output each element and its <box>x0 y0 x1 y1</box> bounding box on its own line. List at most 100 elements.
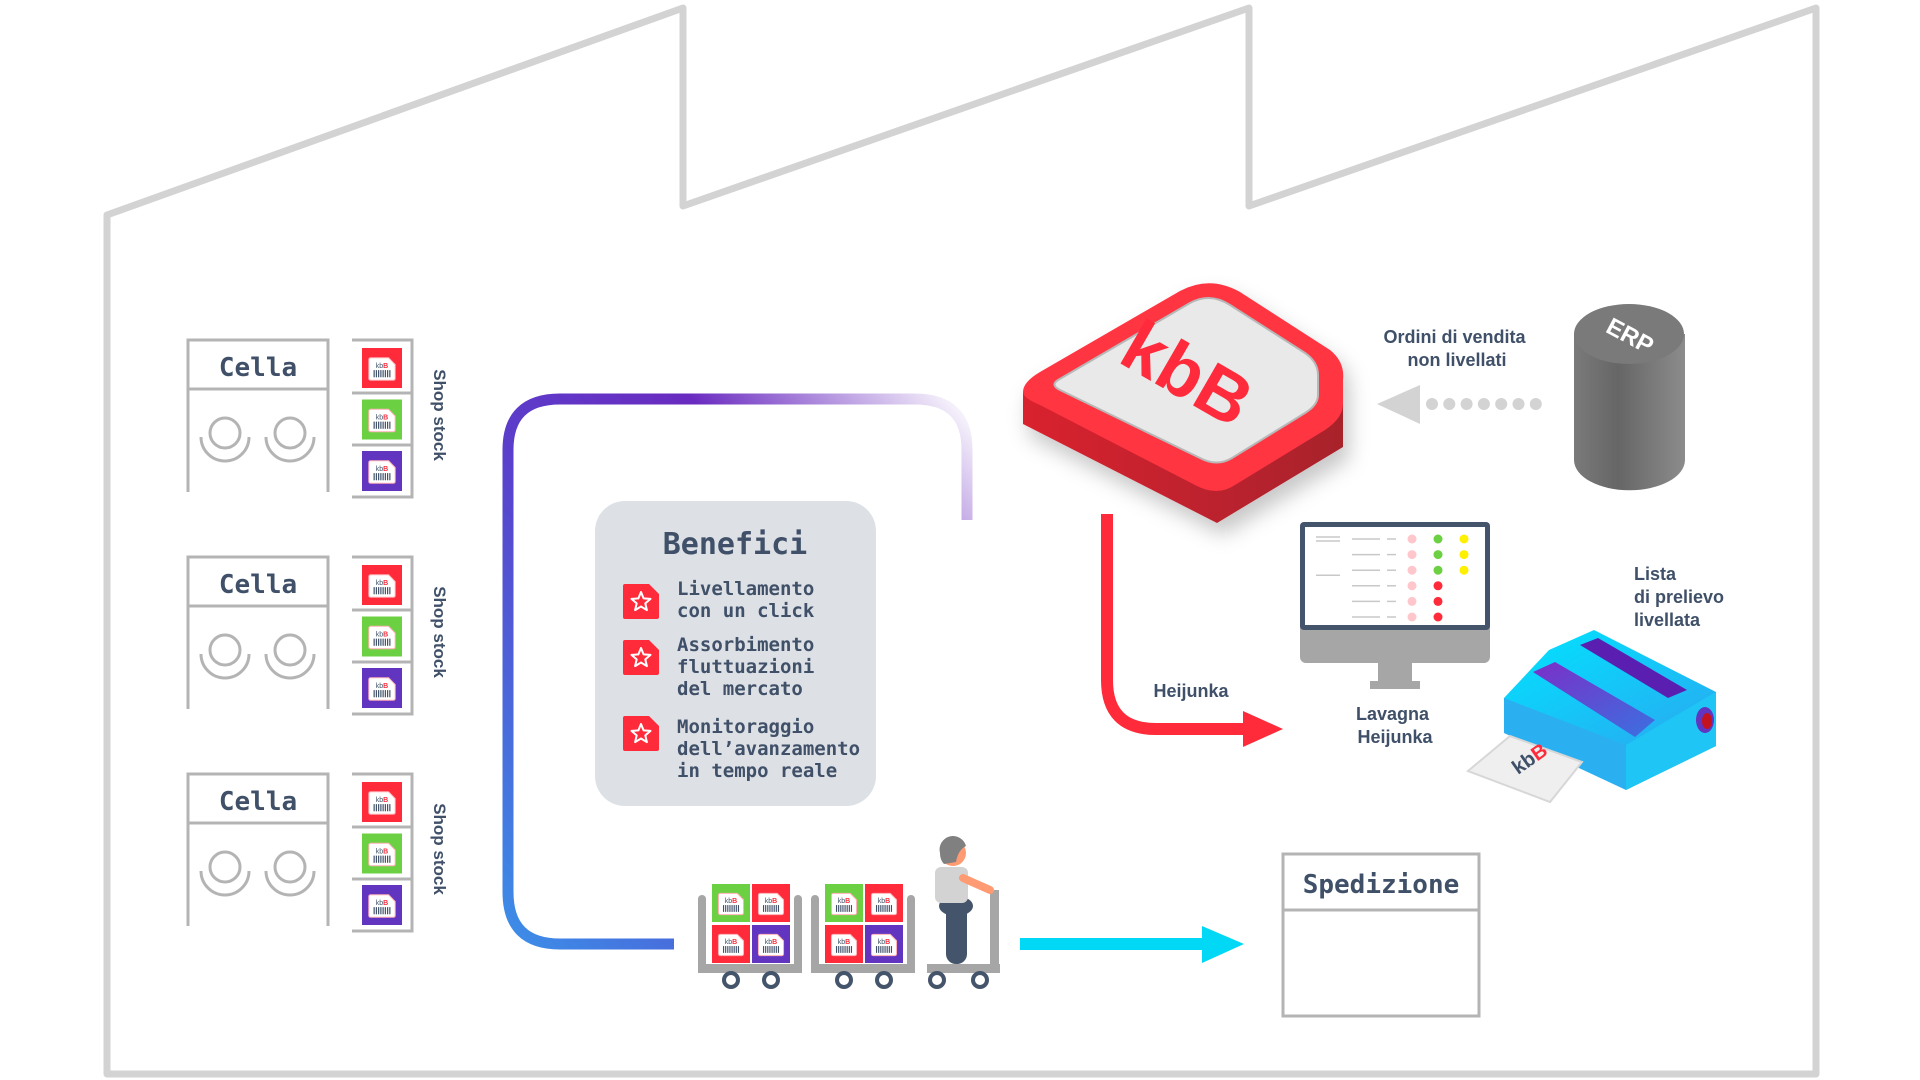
card-logo-text: kbB <box>725 939 737 946</box>
carts-train: kbB kbB kbB kbB kbB kbB kbB kbB <box>698 884 915 989</box>
benefit-text-line: in tempo reale <box>677 760 837 782</box>
machine-icon <box>264 850 316 897</box>
star-icon <box>623 584 659 619</box>
orders-label: Ordini di vendita non livellati <box>1383 327 1530 370</box>
card-logo-text: kbB <box>878 898 890 905</box>
shop-stock-label: Shop stock <box>430 803 449 895</box>
benefit-text-line: Livellamento <box>677 578 814 600</box>
kanban-card: kbB <box>825 925 863 963</box>
kanban-card: kbB <box>712 884 750 922</box>
board-row <box>1352 596 1443 606</box>
benefit-text-line: con un click <box>677 600 815 622</box>
card-logo-text: kbB <box>376 363 388 370</box>
orders-arrow <box>1377 385 1542 424</box>
kanban-card: kbB <box>362 668 402 708</box>
printer-label-line: livellata <box>1634 610 1701 630</box>
status-dot <box>1433 581 1443 591</box>
benefit-text-line: del mercato <box>677 678 803 700</box>
board-row <box>1352 612 1443 622</box>
kanban-card: kbB <box>362 782 402 822</box>
status-dot <box>1407 612 1417 622</box>
benefit-text-line: dell’avanzamento <box>677 738 860 760</box>
board-label: Lavagna Heijunka <box>1356 704 1434 747</box>
status-dot <box>1407 596 1417 606</box>
machine-icon <box>199 850 251 897</box>
status-dot <box>1407 565 1417 575</box>
kbb-logo: kbB <box>1023 283 1344 523</box>
board-row <box>1352 581 1443 591</box>
card-logo-text: kbB <box>376 631 388 638</box>
card-logo-text: kbB <box>376 683 388 690</box>
benefits-title: Benefici <box>663 527 808 562</box>
card-logo-text: kbB <box>376 797 388 804</box>
status-dot <box>1459 565 1469 575</box>
shipping-title: Spedizione <box>1303 870 1460 900</box>
orders-label-line: non livellati <box>1407 350 1506 370</box>
kanban-card: kbB <box>865 884 903 922</box>
machine-icon <box>264 633 316 680</box>
card-logo-text: kbB <box>725 898 737 905</box>
status-dot <box>1407 581 1417 591</box>
shop-stock-shelf: kbB kbB kbB <box>352 772 414 933</box>
board-row <box>1316 565 1469 576</box>
kanban-card: kbB <box>362 616 402 657</box>
card-logo-text: kbB <box>765 898 777 905</box>
cells-column: Cella kbB kbB kbB Shop stock Cella kbB kbB kbB Sh… <box>186 338 449 933</box>
shop-stock-shelf: kbB kbB kbB <box>352 555 414 716</box>
operator-figure <box>927 836 1000 989</box>
heijunka-board-monitor <box>1300 522 1490 689</box>
kanban-card: kbB <box>712 925 750 963</box>
shipping-area: Spedizione <box>1281 852 1481 1018</box>
cell-station: Cella kbB kbB kbB Shop stock <box>186 555 449 716</box>
cell-title: Cella <box>219 353 297 383</box>
factory-outline <box>103 4 1820 1078</box>
board-row <box>1352 550 1469 560</box>
cart: kbB kbB kbB kbB <box>811 884 915 989</box>
card-logo-text: kbB <box>878 939 890 946</box>
kanban-card: kbB <box>865 925 903 963</box>
benefit-text-line: Assorbimento <box>677 634 814 656</box>
status-dot <box>1433 596 1443 606</box>
wheel-icon <box>722 971 740 989</box>
cell-title: Cella <box>219 570 297 600</box>
kanban-card: kbB <box>825 884 863 922</box>
card-logo-text: kbB <box>838 939 850 946</box>
kanban-card: kbB <box>362 451 402 491</box>
kanban-card: kbB <box>362 833 402 874</box>
status-dot <box>1433 550 1443 560</box>
star-icon <box>623 640 659 675</box>
machine-icon <box>264 416 316 463</box>
kanban-card: kbB <box>362 565 402 605</box>
card-logo-text: kbB <box>376 900 388 907</box>
card-logo-text: kbB <box>376 848 388 855</box>
cart: kbB kbB kbB kbB <box>698 884 802 989</box>
card-logo-text: kbB <box>765 939 777 946</box>
erp-database: ERP <box>1574 304 1685 491</box>
status-dot <box>1459 534 1469 544</box>
printer-label-line: di prelievo <box>1634 587 1724 607</box>
status-dot <box>1407 550 1417 560</box>
wheel-icon <box>875 971 893 989</box>
machine-icon <box>199 416 251 463</box>
heijunka-label: Heijunka <box>1153 681 1229 701</box>
shop-stock-label: Shop stock <box>430 586 449 678</box>
kanban-card: kbB <box>362 348 402 388</box>
board-label-line: Heijunka <box>1357 727 1433 747</box>
kanban-card: kbB <box>362 399 402 440</box>
benefit-text-line: fluttuazioni <box>677 656 814 678</box>
card-logo-text: kbB <box>376 414 388 421</box>
kanban-card: kbB <box>752 925 790 963</box>
star-icon <box>623 716 659 751</box>
orders-label-line: Ordini di vendita <box>1383 327 1526 347</box>
withdrawal-loop-line <box>502 393 973 950</box>
printer-label: Lista di prelievo livellata <box>1634 564 1729 630</box>
heijunka-arrow: Heijunka <box>1101 514 1283 747</box>
status-dot <box>1433 534 1443 544</box>
